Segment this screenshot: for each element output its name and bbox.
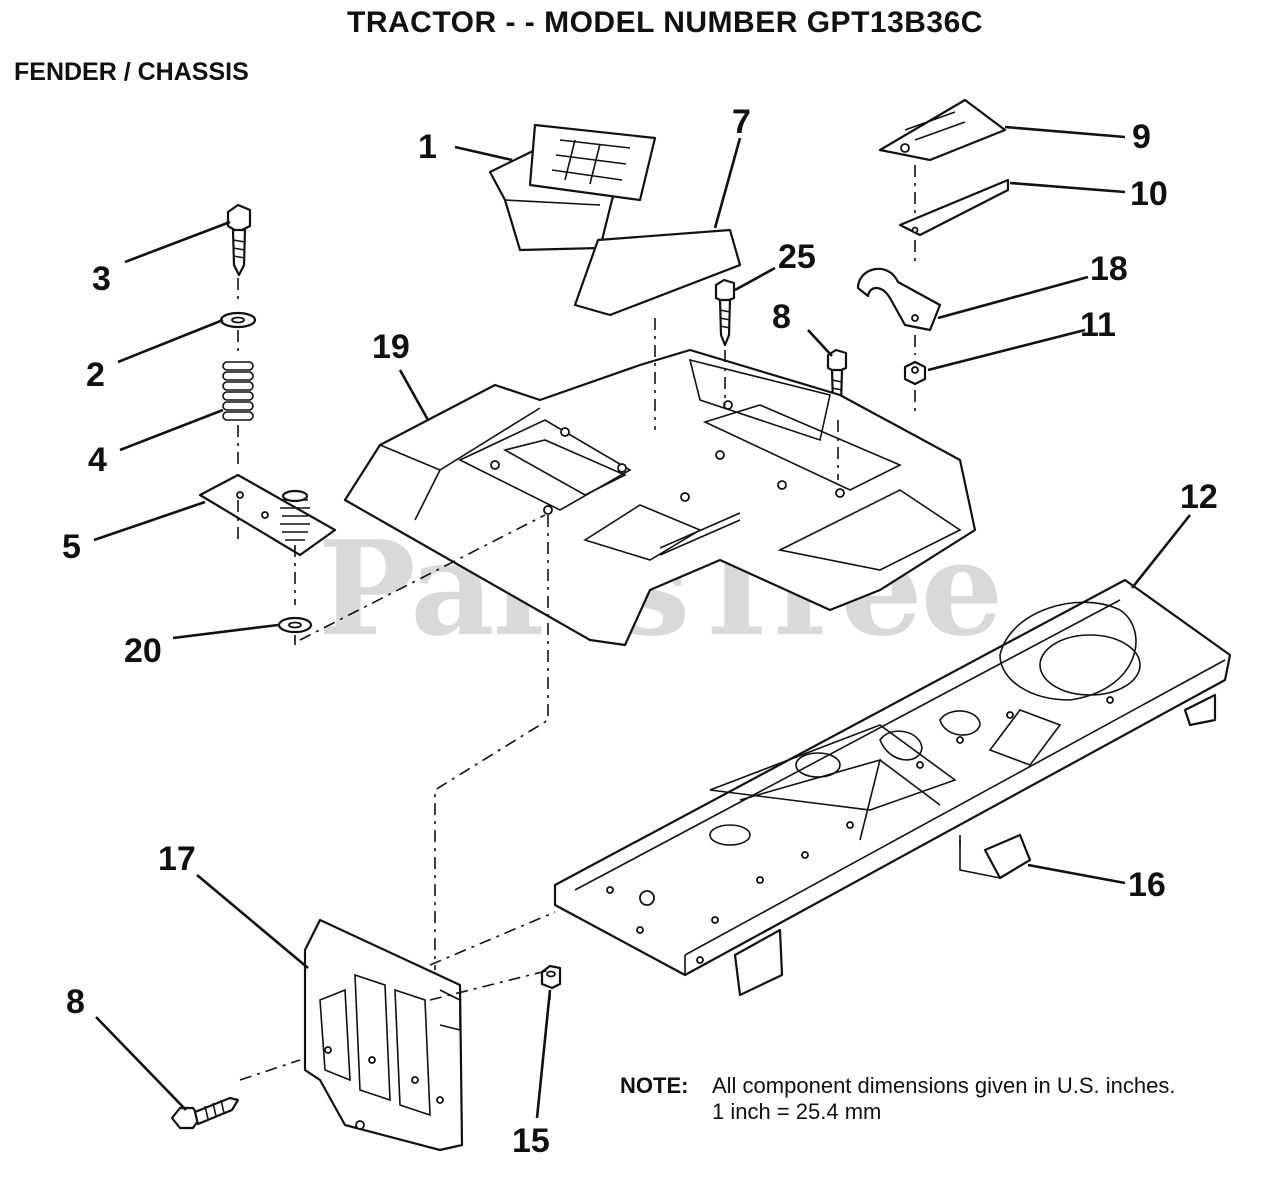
callout-9: 9: [1132, 118, 1151, 156]
callout-11: 11: [1080, 306, 1116, 344]
callout-25: 25: [778, 238, 816, 276]
part-11-nut: [903, 360, 927, 386]
callout-20: 20: [124, 632, 162, 670]
page-title: TRACTOR - - MODEL NUMBER GPT13B36C: [347, 6, 983, 39]
callout-18: 18: [1090, 250, 1128, 288]
leader-lines: [93, 125, 1192, 1119]
part-8-bolt-lower: [170, 1096, 240, 1130]
note-line-2: 1 inch = 25.4 mm: [712, 1099, 882, 1124]
note-line-1: All component dimensions given in U.S. i…: [712, 1073, 1176, 1098]
callout-2: 2: [86, 356, 105, 394]
part-3-bolt: [226, 203, 252, 277]
note-label: NOTE:: [620, 1073, 689, 1098]
part-10-bracket: [898, 178, 1010, 237]
part-18-clamp: [856, 267, 942, 332]
callout-8-lower: 8: [66, 983, 85, 1021]
part-15-nut: [540, 964, 562, 990]
dimension-note: NOTE: All component dimensions given in U…: [620, 1073, 1175, 1125]
part-9-plate: [878, 98, 1007, 162]
callout-3: 3: [92, 260, 111, 298]
part-2-washer: [219, 311, 257, 329]
part-12-chassis: [553, 578, 1232, 997]
callout-1: 1: [418, 128, 437, 166]
callout-8-upper: 8: [772, 298, 791, 336]
callout-16: 16: [1128, 866, 1166, 904]
callout-17: 17: [158, 840, 196, 878]
part-20-washer: [277, 616, 313, 634]
callout-19: 19: [372, 328, 410, 366]
part-4-spring: [222, 361, 254, 421]
callout-12: 12: [1180, 478, 1218, 516]
part-5-spring-plate: [198, 473, 337, 557]
callout-5: 5: [62, 528, 81, 566]
callout-7: 7: [732, 103, 751, 141]
part-19-fender: [343, 348, 977, 647]
callout-15: 15: [512, 1122, 550, 1160]
part-17-plate: [303, 918, 464, 1152]
part-25-bolt: [714, 278, 736, 347]
assembly-lines: [237, 165, 961, 1081]
part-1-tray: [488, 123, 657, 252]
callout-4: 4: [88, 441, 107, 479]
part-7-decal: [573, 228, 742, 317]
part-16-bracket: [959, 833, 1032, 880]
callout-10: 10: [1130, 175, 1168, 213]
section-heading: FENDER / CHASSIS: [14, 58, 249, 86]
